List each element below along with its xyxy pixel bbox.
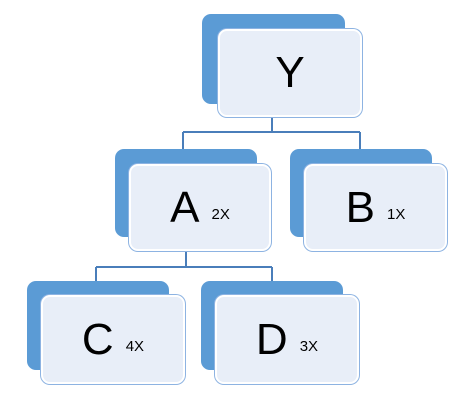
node-d-label: D — [255, 314, 288, 364]
node-c-multiplier: 4X — [125, 338, 145, 355]
node-b: B 1X — [290, 149, 450, 253]
node-d: D 3X — [201, 281, 361, 386]
node-c: C 4X — [27, 281, 187, 386]
node-y-box: Y — [218, 29, 362, 117]
node-y-label: Y — [275, 48, 305, 97]
node-b-multiplier: 1X — [387, 206, 406, 223]
node-c-label: C — [81, 314, 114, 364]
node-b-box: B 1X — [304, 164, 447, 251]
node-y: Y — [202, 14, 364, 120]
node-a-box: A 2X — [129, 164, 271, 251]
node-a: A 2X — [115, 149, 273, 253]
node-a-multiplier: 2X — [211, 206, 230, 223]
node-d-box: D 3X — [215, 295, 359, 384]
node-c-box: C 4X — [41, 295, 185, 384]
node-d-multiplier: 3X — [299, 338, 319, 355]
node-b-label: B — [345, 182, 375, 232]
node-a-label: A — [170, 182, 200, 232]
